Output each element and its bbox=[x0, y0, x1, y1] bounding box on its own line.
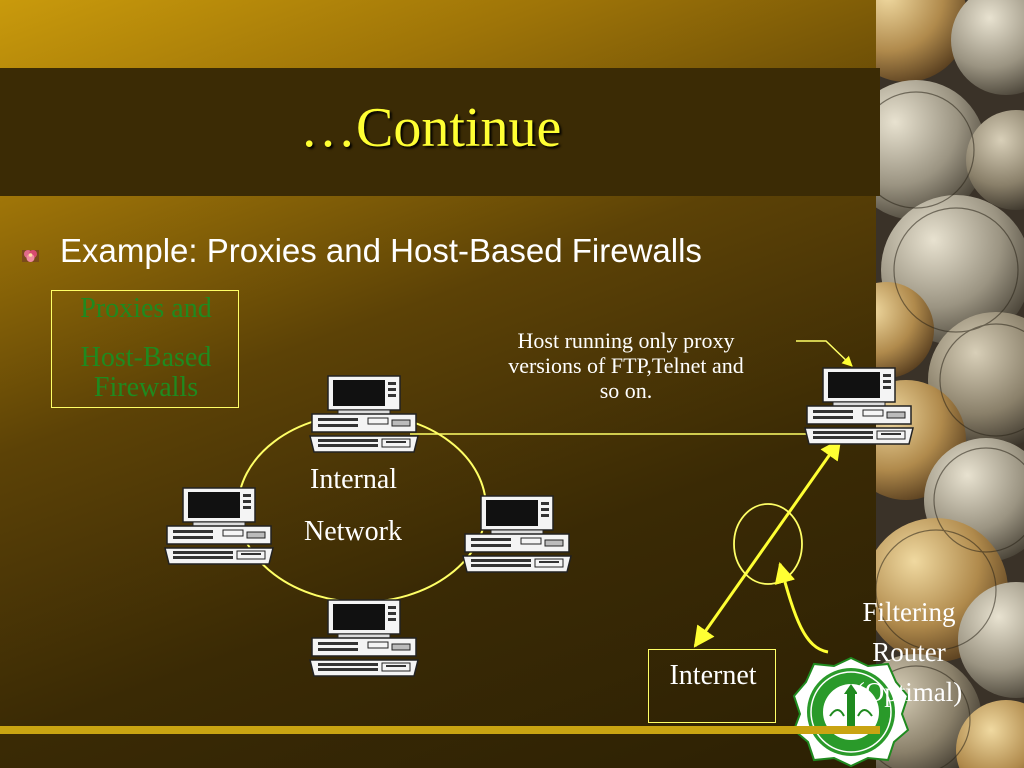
flower-bullet-icon bbox=[22, 250, 39, 262]
router-caption-line1: Filtering bbox=[862, 597, 956, 627]
desktop-computer-icon bbox=[804, 367, 914, 445]
internal-network-label-line2: Network bbox=[304, 516, 402, 547]
desktop-computer-icon bbox=[164, 487, 274, 565]
internal-network-label-line1: Internal bbox=[310, 464, 398, 495]
proxies-label-box: Proxies and Host-Based Firewalls bbox=[51, 290, 239, 408]
bottom-bar bbox=[0, 726, 880, 734]
desktop-computer-icon bbox=[462, 495, 572, 573]
coins-image bbox=[876, 0, 1024, 768]
router-pointer-arrow bbox=[774, 561, 829, 654]
desktop-computer-icon bbox=[309, 375, 419, 453]
label-box-lines: Host-Based Firewalls bbox=[52, 343, 240, 403]
label-box-line2: Host-Based bbox=[80, 342, 212, 373]
router-caption-line2: Router bbox=[872, 637, 946, 667]
host-caption-line3: so on. bbox=[599, 378, 653, 403]
caption-pointer-line bbox=[796, 340, 853, 367]
host-caption-line1: Host running only proxy bbox=[517, 328, 735, 353]
desktop-computer-icon bbox=[309, 599, 419, 677]
slide-title: …Continue bbox=[300, 97, 562, 159]
internet-host-arrow bbox=[693, 438, 842, 648]
router-ellipse bbox=[733, 503, 803, 585]
host-caption: Host running only proxy versions of FTP,… bbox=[466, 328, 786, 403]
label-box-line1: Proxies and bbox=[80, 293, 212, 324]
internet-label: Internet bbox=[669, 660, 757, 691]
title-band bbox=[0, 68, 880, 196]
label-box-line3: Firewalls bbox=[93, 372, 199, 403]
router-caption-line3: (Optimal) bbox=[855, 677, 963, 707]
host-caption-line2: versions of FTP,Telnet and bbox=[508, 353, 744, 378]
bullet-text: Example: Proxies and Host-Based Firewall… bbox=[60, 232, 702, 269]
router-caption: Filtering Router (Optimal) bbox=[832, 592, 986, 712]
internet-box: Internet bbox=[648, 649, 776, 723]
